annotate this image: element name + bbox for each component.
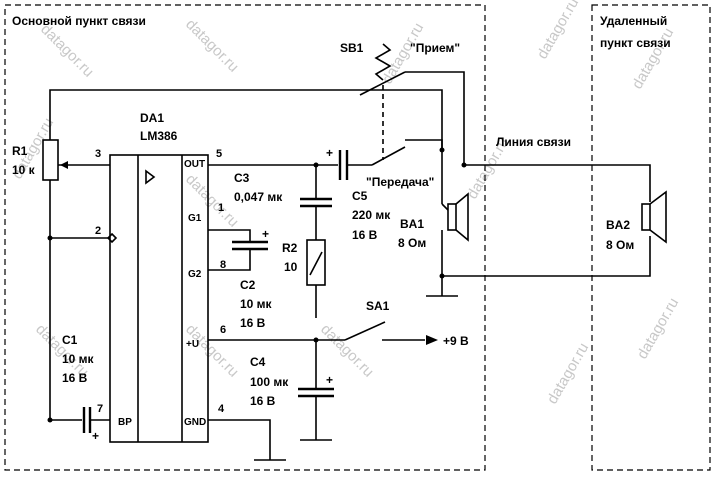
c3-value: 0,047 мк — [234, 190, 283, 204]
pin-number-7: 7 — [97, 403, 103, 415]
r1-wiper-arrow — [60, 161, 68, 169]
watermark: datagor.ru — [534, 0, 583, 62]
line-label: Линия связи — [496, 135, 571, 149]
ic-ref: DA1 — [140, 111, 164, 125]
r2-value: 10 — [284, 260, 298, 274]
c1-voltage: 16 В — [62, 371, 88, 385]
wire-receive — [378, 89, 443, 150]
wire-gnd — [208, 419, 271, 460]
ic-pin-g1: G1 — [188, 213, 202, 224]
c5-value: 220 мк — [352, 208, 391, 222]
pin-number-6: 6 — [220, 324, 226, 336]
pin-number-8: 8 — [220, 259, 226, 271]
ba2-cone — [649, 190, 667, 244]
sb1-ref: SB1 — [340, 41, 364, 55]
c5-plus: + — [326, 146, 333, 160]
c1-ref: C1 — [62, 333, 78, 347]
sb1-transmit: "Передача" — [366, 175, 434, 189]
watermark: datagor.ru — [182, 16, 242, 76]
watermark: datagor.ru — [182, 321, 242, 381]
ic-pin-gnd: GND — [184, 417, 206, 428]
c5-ref: C5 — [352, 189, 368, 203]
ic-body — [109, 154, 209, 443]
remote-station-title-1: Удаленный — [600, 14, 667, 28]
c4-value: 100 мк — [250, 375, 289, 389]
pin-number-3: 3 — [95, 148, 101, 160]
wire-line-bottom — [442, 236, 651, 277]
sa1-blade — [344, 321, 386, 341]
c1-plus: + — [92, 429, 99, 443]
sb1-blade-upper — [359, 71, 406, 96]
r1-value: 10 к — [12, 163, 36, 177]
c1-value: 10 мк — [62, 352, 95, 366]
junction-bottom-left — [47, 417, 53, 423]
c2-ref: C2 — [240, 278, 256, 292]
pin-number-4: 4 — [218, 403, 225, 415]
sa1-ref: SA1 — [366, 299, 390, 313]
c5-voltage: 16 В — [352, 228, 378, 242]
remote-station-frame — [591, 4, 711, 471]
ic-type: LM386 — [140, 129, 178, 143]
c2-plus: + — [262, 227, 269, 241]
wire-pin8 — [208, 249, 251, 271]
sb1-spring — [374, 43, 392, 81]
sb1-blade-lower — [371, 146, 406, 166]
ba1-ref: BA1 — [400, 217, 424, 231]
ic-pin-bp: BP — [118, 417, 132, 428]
c4-ref: C4 — [250, 355, 266, 369]
ic-pin-g2: G2 — [188, 269, 202, 280]
r1-ref: R1 — [12, 144, 28, 158]
watermark: datagor.ru — [634, 295, 683, 362]
sb1-receive: "Прием" — [410, 41, 460, 55]
c2-voltage: 16 В — [240, 316, 266, 330]
pin-number-2: 2 — [95, 225, 101, 237]
c4-voltage: 16 В — [250, 394, 276, 408]
r2-ref: R2 — [282, 241, 298, 255]
ba2-coil — [641, 203, 651, 231]
pin-number-5: 5 — [216, 148, 222, 160]
wire-ba1-coil — [441, 203, 449, 211]
ba1-cone — [455, 192, 469, 242]
wire-top-loop — [49, 89, 378, 140]
main-station-title: Основной пункт связи — [12, 14, 146, 28]
ic-pin-out: OUT — [184, 159, 205, 170]
main-station-frame — [4, 4, 486, 471]
c4-plus: + — [326, 373, 333, 387]
r2-slash — [309, 251, 323, 276]
ic-amplifier-symbol — [145, 169, 156, 185]
c3-ref: C3 — [234, 171, 250, 185]
wire-pin1 — [208, 229, 251, 241]
r1-body — [42, 139, 59, 181]
power-arrow — [426, 335, 438, 345]
c2-value: 10 мк — [240, 297, 273, 311]
pin-number-1: 1 — [218, 202, 224, 214]
ba2-ref: BA2 — [606, 218, 630, 232]
remote-station-title-2: пункт связи — [600, 36, 671, 50]
pin2-input-marker — [106, 232, 118, 244]
sb1-receive-contact — [405, 71, 465, 165]
junction-pin2 — [47, 235, 53, 241]
sb1-transmit-contact — [405, 139, 443, 150]
ba1-coil — [447, 203, 457, 231]
watermark: datagor.ru — [37, 21, 97, 81]
ba1-value: 8 Ом — [398, 236, 426, 250]
wire-line-top — [464, 164, 651, 202]
ba2-value: 8 Ом — [606, 238, 634, 252]
power-label: +9 В — [443, 334, 469, 348]
watermark: datagor.ru — [544, 340, 593, 407]
ic-pin-vplus: +U — [186, 339, 199, 350]
